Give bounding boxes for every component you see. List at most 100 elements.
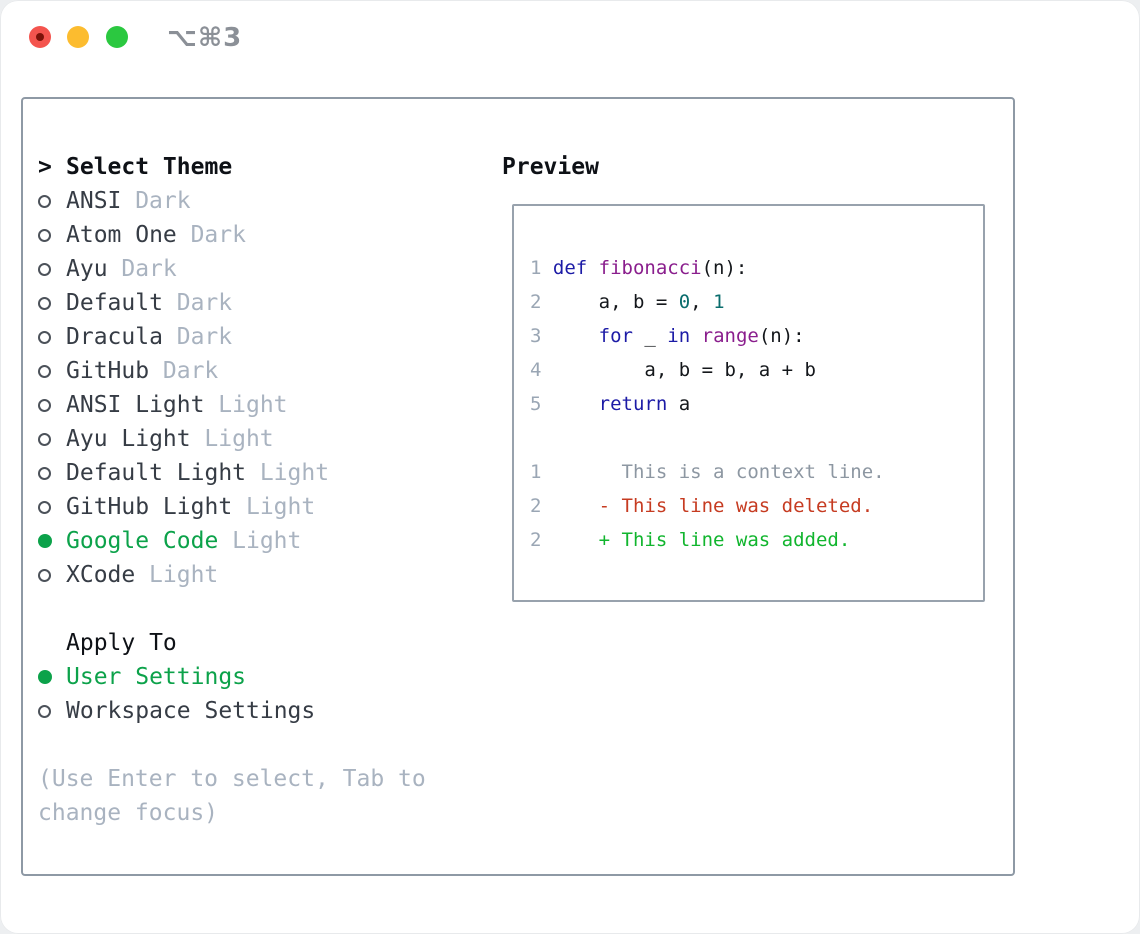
line-number: 1 xyxy=(530,461,542,483)
theme-variant-label: Dark xyxy=(121,256,177,282)
theme-option-label: XCode xyxy=(66,562,136,588)
apply-to-header: Apply To xyxy=(38,626,488,660)
theme-option-google-code[interactable]: Google Code Light xyxy=(38,524,488,558)
code-token: _ xyxy=(632,325,668,347)
code-token xyxy=(553,325,599,347)
theme-option-default[interactable]: Default Dark xyxy=(38,286,488,320)
theme-list-title: Select Theme xyxy=(66,154,233,180)
preview-line-7: 1 This is a context line. xyxy=(530,455,885,489)
theme-option-label: Ayu xyxy=(66,256,108,282)
code-token: a, b = xyxy=(552,291,679,313)
code-token: fibonacci xyxy=(598,257,702,279)
theme-option-label: ANSI xyxy=(66,188,122,214)
help-text-line-1: (Use Enter to select, Tab to xyxy=(38,766,426,792)
code-token: range xyxy=(701,325,759,347)
code-token: 0 xyxy=(678,291,691,313)
radio-icon xyxy=(38,194,51,208)
theme-option-xcode[interactable]: XCode Light xyxy=(38,558,488,592)
preview-line-4: 4 a, b = b, a + b xyxy=(530,353,885,387)
close-button[interactable] xyxy=(29,26,51,48)
line-number: 2 xyxy=(530,495,542,517)
preview-title: Preview xyxy=(502,154,599,180)
theme-option-label: GitHub xyxy=(66,358,150,384)
theme-variant-label: Dark xyxy=(162,358,219,384)
minimize-button[interactable] xyxy=(67,26,89,48)
code-token: a, b = b, a + b xyxy=(552,359,816,381)
apply-option-label: Workspace Settings xyxy=(66,698,316,724)
apply-to-title: Apply To xyxy=(66,630,177,656)
code-token: a xyxy=(667,393,691,415)
radio-icon xyxy=(38,296,51,310)
theme-variant-label: Dark xyxy=(176,324,233,350)
theme-option-label: ANSI Light xyxy=(66,392,205,418)
preview-line-3: 3 for _ in range(n): xyxy=(530,319,885,353)
apply-option-workspace-settings[interactable]: Workspace Settings xyxy=(38,694,488,728)
radio-icon xyxy=(38,330,51,344)
theme-option-label: Dracula xyxy=(66,324,163,350)
code-token xyxy=(690,325,701,347)
theme-option-ayu[interactable]: Ayu Dark xyxy=(38,252,488,286)
theme-option-atom-one[interactable]: Atom One Dark xyxy=(38,218,488,252)
code-token: 1 xyxy=(713,291,725,313)
theme-option-label: Default xyxy=(66,290,163,316)
code-token: - This line was deleted. xyxy=(552,495,874,517)
theme-option-label: Ayu Light xyxy=(66,426,191,452)
theme-option-label: GitHub Light xyxy=(66,494,233,520)
theme-variant-label: Light xyxy=(232,528,302,554)
apply-option-user-settings[interactable]: User Settings xyxy=(38,660,488,694)
code-token xyxy=(553,393,599,415)
preview-line-5: 5 return a xyxy=(530,387,885,421)
theme-option-ayu-light[interactable]: Ayu Light Light xyxy=(38,422,488,456)
theme-option-ansi-light[interactable]: ANSI Light Light xyxy=(38,388,488,422)
radio-icon xyxy=(38,704,51,718)
line-number: 4 xyxy=(530,359,542,381)
radio-selected-icon xyxy=(38,534,52,548)
line-number: 2 xyxy=(530,529,542,551)
line-number: 2 xyxy=(530,291,542,313)
theme-variant-label: Light xyxy=(218,392,288,418)
radio-icon xyxy=(38,398,51,412)
line-number: 5 xyxy=(530,393,542,415)
theme-option-label: Default Light xyxy=(66,460,247,486)
line-number: 1 xyxy=(530,257,542,279)
radio-icon xyxy=(38,432,51,446)
radio-selected-icon xyxy=(38,670,52,684)
theme-option-label: Atom One xyxy=(66,222,177,248)
theme-list-header: > Select Theme xyxy=(38,150,488,184)
theme-variant-label: Light xyxy=(245,494,316,520)
apply-option-label: User Settings xyxy=(66,664,247,690)
theme-variant-label: Dark xyxy=(176,290,233,316)
radio-icon xyxy=(38,466,51,480)
record-dot-icon xyxy=(36,33,44,41)
code-token xyxy=(587,257,598,279)
preview-line-2: 2 a, b = 0, 1 xyxy=(530,285,885,319)
theme-variant-label: Light xyxy=(149,562,219,588)
preview-line-8: 2 - This line was deleted. xyxy=(530,489,885,523)
zoom-button[interactable] xyxy=(106,26,128,48)
code-token: in xyxy=(667,325,691,347)
theme-option-ansi[interactable]: ANSI Dark xyxy=(38,184,488,218)
theme-option-github[interactable]: GitHub Dark xyxy=(38,354,488,388)
theme-variant-label: Light xyxy=(259,460,330,486)
code-token: This is a context line. xyxy=(552,461,885,483)
theme-option-default-light[interactable]: Default Light Light xyxy=(38,456,488,490)
cursor-marker-icon: > xyxy=(38,154,52,180)
theme-option-github-light[interactable]: GitHub Light Light xyxy=(38,490,488,524)
preview-line-9: 2 + This line was added. xyxy=(530,523,885,557)
help-text-line-2: change focus) xyxy=(38,800,219,826)
radio-icon xyxy=(38,568,51,582)
radio-icon xyxy=(38,364,51,378)
theme-option-label: Google Code xyxy=(66,528,219,554)
code-token: (n): xyxy=(701,257,748,279)
code-token: , xyxy=(690,291,714,313)
titlebar: ⌥⌘3 xyxy=(0,0,1140,70)
theme-option-dracula[interactable]: Dracula Dark xyxy=(38,320,488,354)
theme-variant-label: Dark xyxy=(135,188,191,214)
theme-variant-label: Light xyxy=(204,426,274,452)
theme-variant-label: Dark xyxy=(190,222,246,248)
